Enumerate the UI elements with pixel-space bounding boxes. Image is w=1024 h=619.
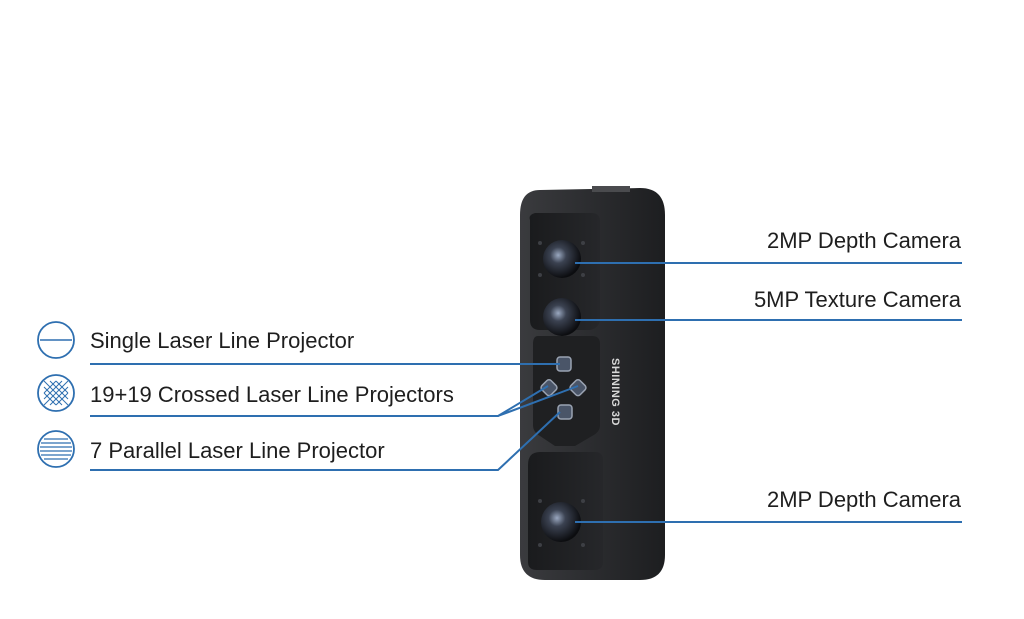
top-depth-lens bbox=[543, 240, 581, 278]
label-texture-camera: 5MP Texture Camera bbox=[753, 287, 961, 312]
leader-lines bbox=[90, 262, 962, 523]
label-crossed-laser: 19+19 Crossed Laser Line Projectors bbox=[90, 382, 454, 407]
label-depth-camera-bottom: 2MP Depth Camera bbox=[766, 487, 961, 512]
single-line-circle-icon bbox=[37, 321, 75, 359]
texture-lens bbox=[543, 298, 581, 336]
leader-line-parallel-laser bbox=[90, 411, 561, 471]
parallel-laser-emitter bbox=[557, 404, 573, 420]
bottom-depth-lens bbox=[541, 502, 581, 542]
leader-line-crossed-laser-b bbox=[497, 385, 579, 417]
crosshatch-circle-icon bbox=[37, 374, 75, 412]
label-depth-camera-top: 2MP Depth Camera bbox=[766, 228, 961, 253]
parallel-lines-circle-icon bbox=[37, 430, 75, 468]
crossed-laser-emitter-right bbox=[569, 379, 587, 397]
crossed-laser-emitter-left bbox=[540, 379, 558, 397]
brand-logo: SHINING 3D bbox=[609, 358, 621, 426]
label-single-laser: Single Laser Line Projector bbox=[90, 328, 355, 353]
label-parallel-laser: 7 Parallel Laser Line Projector bbox=[90, 438, 385, 463]
scanner-device: SHINING 3D bbox=[520, 186, 665, 580]
